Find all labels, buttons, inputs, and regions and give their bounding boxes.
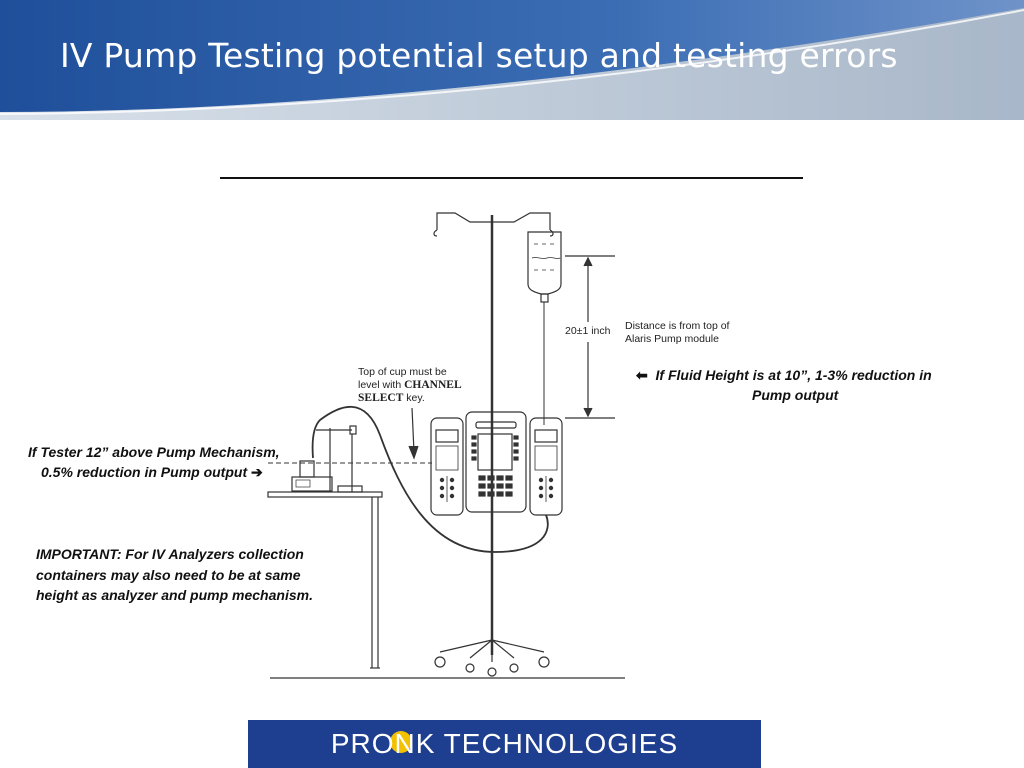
distance-note-line2: Alaris Pump module xyxy=(625,333,719,345)
pronk-technologies-logo: PRONK TECHNOLOGIES xyxy=(248,720,761,768)
logo-text: PRONK TECHNOLOGIES xyxy=(330,728,679,759)
cup-note-line3: SELECT key. xyxy=(358,392,425,405)
header-banner: IV Pump Testing potential setup and test… xyxy=(0,0,1024,120)
channel-key-label: CHANNEL xyxy=(404,379,462,391)
tester-note-line2-wrap: 0.5% reduction in Pump output ➔ xyxy=(41,462,263,483)
fluid-height-line2: Pump output xyxy=(752,387,839,403)
cup-note-prefix: level with xyxy=(358,379,405,391)
select-key-label: SELECT xyxy=(358,392,404,404)
cup-note-line2: level with CHANNEL xyxy=(358,379,462,392)
cup-note-line1: Top of cup must be xyxy=(358,366,447,378)
tester-note-line2: 0.5% reduction in Pump output xyxy=(41,464,248,480)
header-background xyxy=(0,0,1024,120)
tester-note-line1: If Tester 12” above Pump Mechanism, xyxy=(28,444,280,460)
page-title: IV Pump Testing potential setup and test… xyxy=(60,36,898,75)
distance-note-line1: Distance is from top of xyxy=(625,320,730,332)
fluid-height-note: ⬅︎ If Fluid Height is at 10”, 1-3% reduc… xyxy=(636,365,932,386)
left-arrow-icon: ⬅︎ xyxy=(636,367,648,383)
right-arrow-icon: ➔ xyxy=(251,464,263,480)
logo-dot xyxy=(390,731,412,753)
important-note: IMPORTANT: For IV Analyzers collection c… xyxy=(36,546,313,603)
divider-line xyxy=(220,177,803,179)
distance-value-label: 20±1 inch xyxy=(565,325,611,337)
cup-note-suffix: key. xyxy=(403,392,425,404)
fluid-height-line1: If Fluid Height is at 10”, 1-3% reductio… xyxy=(655,367,932,383)
